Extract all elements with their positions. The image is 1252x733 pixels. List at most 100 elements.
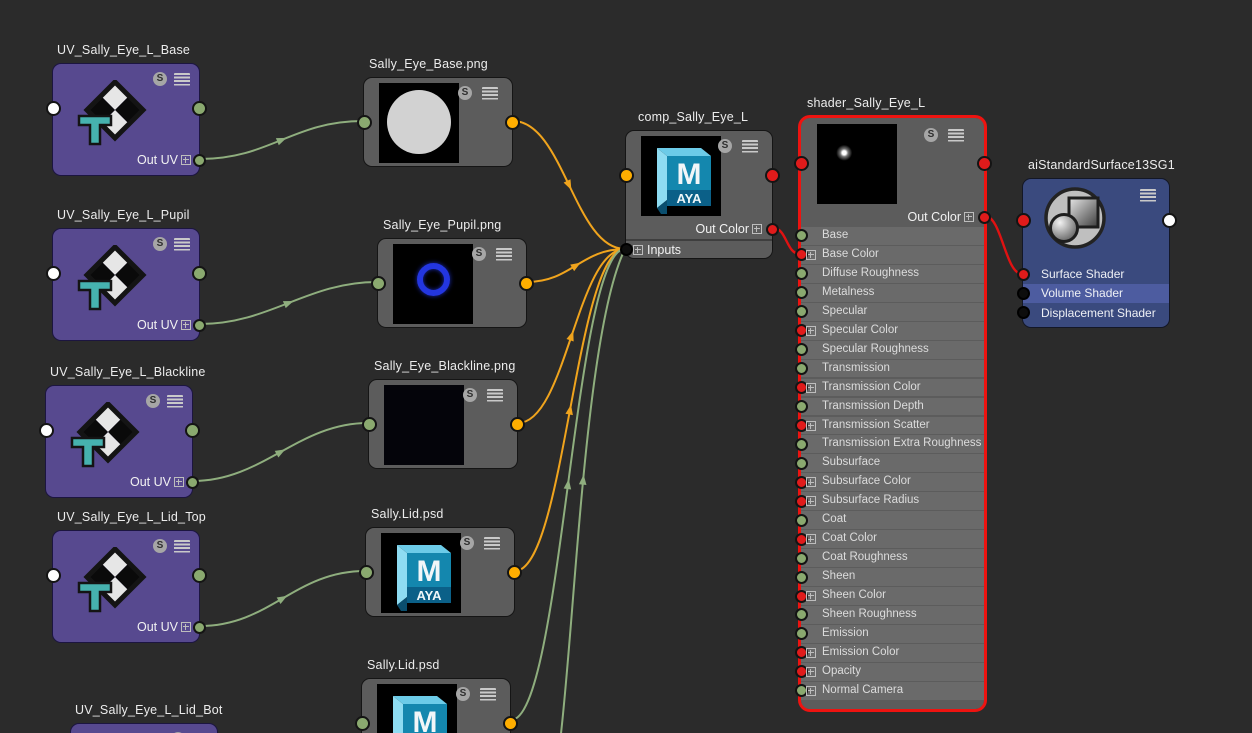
node-place2d-2[interactable]: UV_Sally_Eye_L_Pupil S Out UV (45, 208, 207, 341)
node-file-5[interactable]: Sally.Lid.psd M AYA S (354, 658, 518, 733)
shader-attribute-row[interactable]: Transmission Extra Roughness (794, 435, 984, 454)
inputs-port[interactable] (619, 242, 633, 256)
out-color-port[interactable] (977, 210, 991, 224)
sg-shader-row[interactable]: Displacement Shader (1016, 304, 1169, 322)
shader-attribute-row[interactable]: Transmission (794, 359, 984, 378)
expand-icon[interactable] (806, 249, 816, 260)
expand-icon[interactable] (181, 155, 191, 165)
menu-lines-icon[interactable] (167, 395, 183, 408)
expand-icon[interactable] (964, 212, 974, 222)
uv-output-port[interactable] (191, 265, 207, 281)
shader-attribute-row[interactable]: Specular Roughness (794, 340, 984, 359)
menu-lines-icon[interactable] (174, 238, 190, 251)
menu-lines-icon[interactable] (487, 389, 503, 402)
expand-icon[interactable] (174, 477, 184, 487)
out-uv-port[interactable] (192, 318, 206, 332)
expand-icon[interactable] (806, 496, 816, 507)
uv-output-port[interactable] (191, 567, 207, 583)
shader-attribute-row[interactable]: Subsurface Color (794, 473, 984, 492)
shader-attribute-row[interactable]: Opacity (794, 662, 984, 681)
file-input-port[interactable] (358, 564, 374, 580)
file-output-port[interactable] (504, 114, 520, 130)
shader-input-port[interactable] (793, 155, 809, 171)
out-color-row[interactable]: Out Color (696, 219, 762, 239)
shader-attribute-row[interactable]: Normal Camera (794, 681, 984, 700)
node-place2d-4[interactable]: UV_Sally_Eye_L_Lid_Top S Out UV (45, 510, 207, 643)
sg-shader-row[interactable]: Volume Shader (1016, 284, 1169, 303)
shader-attribute-row[interactable]: Sheen Roughness (794, 606, 984, 624)
expand-icon[interactable] (181, 320, 191, 330)
expand-icon[interactable] (806, 477, 816, 488)
file-output-port[interactable] (518, 275, 534, 291)
shader-attribute-row[interactable]: Coat Color (794, 530, 984, 549)
menu-lines-icon[interactable] (742, 140, 758, 153)
node-place2d-1[interactable]: UV_Sally_Eye_L_Base S Out UV (45, 43, 207, 176)
shader-attribute-row[interactable]: Diffuse Roughness (794, 264, 984, 283)
swatch-badge-icon[interactable]: S (718, 139, 732, 153)
shader-output-port[interactable] (976, 155, 992, 171)
expand-icon[interactable] (806, 647, 816, 658)
expand-icon[interactable] (806, 591, 816, 602)
attribute-scalar-port[interactable] (794, 627, 808, 641)
shader-attribute-row[interactable]: Sheen (794, 568, 984, 586)
node-file-4[interactable]: Sally.Lid.psd M AYA S (358, 507, 522, 617)
shader-attribute-row[interactable]: Base (794, 227, 984, 245)
shader-attribute-row[interactable]: Transmission Color (794, 378, 984, 397)
attribute-scalar-port[interactable] (794, 437, 808, 451)
expand-icon[interactable] (181, 622, 191, 632)
attribute-scalar-port[interactable] (794, 456, 808, 470)
out-uv-row[interactable]: Out UV (137, 315, 191, 335)
attribute-scalar-port[interactable] (794, 608, 808, 622)
shader-attribute-row[interactable]: Specular (794, 302, 984, 321)
shader-attribute-row[interactable]: Emission (794, 625, 984, 643)
swatch-badge-icon[interactable]: S (924, 128, 938, 142)
node-file-2[interactable]: Sally_Eye_Pupil.png S (370, 218, 534, 328)
node-file-3[interactable]: Sally_Eye_Blackline.png S (361, 359, 525, 469)
uv-output-port[interactable] (184, 422, 200, 438)
shader-attribute-row[interactable]: Base Color (794, 245, 984, 264)
swatch-badge-icon[interactable]: S (456, 687, 470, 701)
inputs-row[interactable]: Inputs (633, 240, 681, 260)
uv-input-port[interactable] (45, 567, 61, 583)
sg-input-port[interactable] (1015, 212, 1031, 228)
sg-row-port[interactable] (1016, 306, 1030, 320)
sg-output-port[interactable] (1161, 212, 1177, 228)
node-comp-sally-eye-l[interactable]: comp_Sally_Eye_L M AYA S Out Color Input… (618, 110, 780, 260)
out-uv-port[interactable] (192, 620, 206, 634)
out-color-port[interactable] (765, 222, 779, 236)
expand-icon[interactable] (752, 224, 762, 234)
expand-icon[interactable] (806, 685, 816, 696)
attribute-scalar-port[interactable] (794, 551, 808, 565)
out-uv-port[interactable] (192, 153, 206, 167)
swatch-badge-icon[interactable]: S (472, 247, 486, 261)
swatch-badge-icon[interactable]: S (460, 536, 474, 550)
expand-icon[interactable] (806, 325, 816, 336)
shader-attribute-row[interactable]: Transmission Depth (794, 397, 984, 416)
menu-lines-icon[interactable] (174, 73, 190, 86)
comp-output-port[interactable] (764, 167, 780, 183)
sg-row-port[interactable] (1016, 286, 1030, 300)
menu-lines-icon[interactable] (484, 537, 500, 550)
expand-icon[interactable] (633, 245, 643, 255)
file-input-port[interactable] (354, 715, 370, 731)
swatch-badge-icon[interactable]: S (153, 539, 167, 553)
attribute-scalar-port[interactable] (794, 362, 808, 376)
attribute-scalar-port[interactable] (794, 513, 808, 527)
menu-lines-icon[interactable] (480, 688, 496, 701)
shader-attribute-row[interactable]: Subsurface (794, 454, 984, 473)
expand-icon[interactable] (806, 420, 816, 431)
attribute-scalar-port[interactable] (794, 229, 808, 243)
node-file-1[interactable]: Sally_Eye_Base.png S (356, 57, 520, 167)
shader-attribute-row[interactable]: Specular Color (794, 321, 984, 340)
shader-attribute-row[interactable]: Coat (794, 511, 984, 530)
sg-row-port[interactable] (1016, 267, 1030, 281)
out-color-row[interactable]: Out Color (908, 207, 974, 227)
swatch-badge-icon[interactable]: S (153, 72, 167, 86)
shader-attribute-row[interactable]: Emission Color (794, 643, 984, 662)
file-input-port[interactable] (370, 275, 386, 291)
file-output-port[interactable] (502, 715, 518, 731)
menu-lines-icon[interactable] (482, 87, 498, 100)
file-input-port[interactable] (356, 114, 372, 130)
shader-attribute-row[interactable]: Sheen Color (794, 587, 984, 605)
